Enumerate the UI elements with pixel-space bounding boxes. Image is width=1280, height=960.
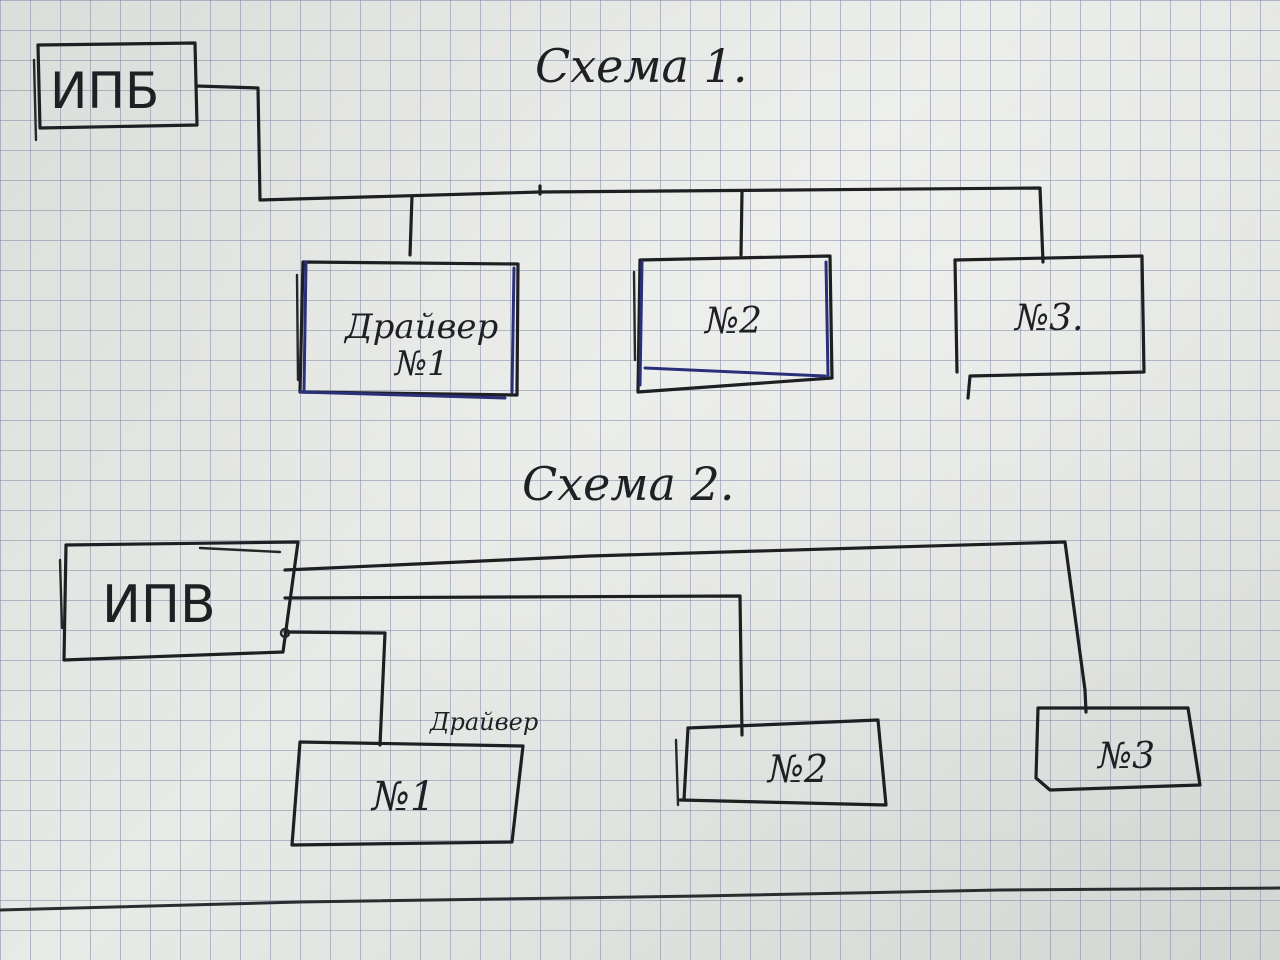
scheme1-driver-1-box: Драйвер №1 — [295, 260, 520, 400]
scheme2-source-label: ИПВ — [102, 575, 216, 635]
page-bottom-rule — [0, 886, 1280, 912]
scheme1-source-label: ИПБ — [50, 62, 159, 120]
scheme1-driver-3-box: №3. — [953, 254, 1146, 400]
scheme1-driver-2-box: №2 — [632, 254, 834, 394]
scheme2-source-box: ИПВ — [58, 540, 300, 662]
scheme2-driver-1-box: Драйвер №1 — [290, 708, 538, 847]
scheme2-driver-3-box: №3 — [1034, 706, 1202, 792]
scheme1-title: Схема 1. — [535, 39, 747, 93]
scheme1-source-box: ИПБ — [32, 41, 199, 142]
scheme2-driver-1-label-top: Драйвер — [429, 708, 538, 736]
scheme1-driver-1-label-top: Драйвер — [343, 307, 498, 347]
scheme2-driver-3-label: №3 — [1096, 736, 1155, 777]
scheme2-title: Схема 2. — [522, 457, 734, 511]
scheme1-driver-1-label: №1 — [393, 344, 449, 384]
scheme1-driver-2-label: №2 — [703, 301, 762, 342]
scheme2-driver-2-label: №2 — [766, 747, 828, 791]
scheme1-bus-wiring — [195, 84, 1045, 264]
scheme2-wiring — [279, 540, 1088, 747]
scheme1-driver-3-label: №3. — [1013, 298, 1083, 339]
scheme2-driver-1-label: №1 — [370, 774, 435, 820]
scheme2-driver-2-box: №2 — [674, 718, 888, 807]
